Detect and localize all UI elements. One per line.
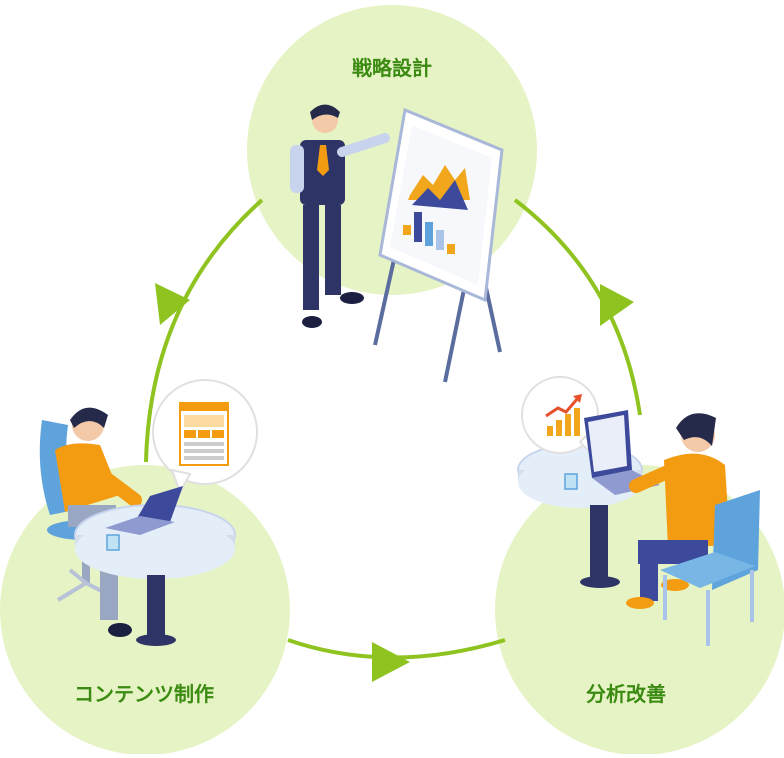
arc-top-to-right — [513, 198, 642, 416]
step-label-analysis: 分析改善 — [586, 682, 666, 706]
arrow-head-left — [155, 283, 190, 325]
person-at-laptop-growth-chart-icon — [517, 376, 760, 646]
arc-top-to-left — [144, 198, 264, 463]
arrow-head-bottom — [372, 642, 410, 682]
presenter-with-chart-board-icon — [290, 104, 504, 383]
step-label-strategy: 戦略設計 — [352, 56, 432, 80]
step-label-content: コンテンツ制作 — [74, 682, 214, 706]
person-at-laptop-webpage-icon — [39, 379, 258, 646]
arc-left-to-right — [287, 638, 506, 660]
arrow-head-right — [600, 284, 634, 326]
